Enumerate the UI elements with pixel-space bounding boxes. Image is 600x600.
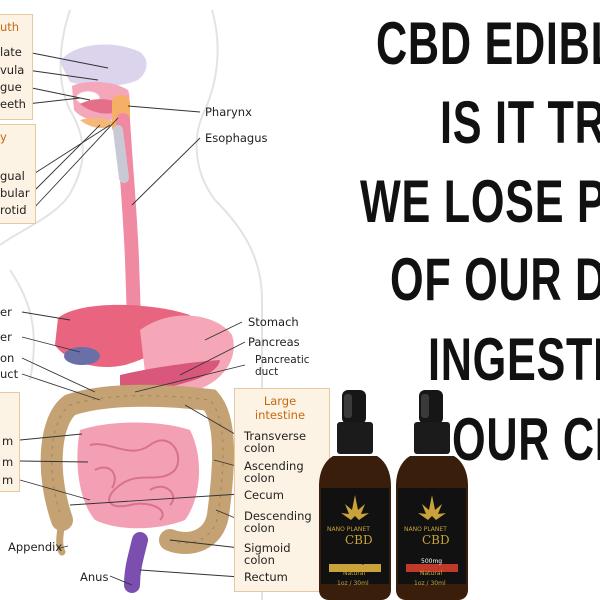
label-palate: late bbox=[0, 45, 22, 59]
bottle-1-size: 1oz / 30ml bbox=[337, 580, 369, 587]
bottle-1-product: CBD bbox=[345, 533, 373, 547]
label-appendix: Appendix bbox=[8, 540, 63, 554]
label-submandibular: bular bbox=[0, 186, 30, 200]
label-tongue: gue bbox=[0, 80, 22, 94]
label-uvula: vula bbox=[0, 63, 25, 77]
bottle-1-brand: NANO PLANET bbox=[327, 526, 370, 533]
label-rectum: Rectum bbox=[244, 570, 288, 584]
label-pancreatic-duct: Pancreatic duct bbox=[255, 354, 310, 378]
label-stomach: Stomach bbox=[248, 315, 299, 329]
headline-line-6: OUR CE bbox=[452, 406, 600, 473]
salivary-box-title: y bbox=[0, 130, 7, 144]
cannabis-leaf-icon bbox=[341, 495, 369, 520]
bottle-1-strength: 200mg bbox=[344, 558, 366, 565]
label-liver: er bbox=[0, 305, 12, 319]
product-bottle-2 bbox=[396, 390, 468, 600]
label-common-bile-duct-a: on bbox=[0, 351, 15, 365]
cannabis-leaf-icon bbox=[418, 495, 446, 520]
nasal-cavity bbox=[60, 44, 147, 87]
label-common-bile-duct-b: uct bbox=[0, 367, 19, 381]
mouth-box-title: uth bbox=[0, 20, 20, 34]
large-intestine-box bbox=[234, 388, 330, 592]
label-sigmoid-colon: Sigmoid colon bbox=[244, 541, 291, 567]
rectum bbox=[124, 532, 148, 593]
label-gallbladder: er bbox=[0, 330, 12, 344]
bottle-2-brand: NANO PLANET bbox=[404, 526, 447, 533]
bottle-2-product: CBD bbox=[422, 533, 450, 547]
mouth-box bbox=[0, 14, 33, 120]
headline-line-1: CBD EDIBL bbox=[376, 10, 600, 77]
label-descending-colon: Descending colon bbox=[244, 509, 312, 535]
label-duodenum: m bbox=[2, 434, 14, 448]
label-anus: Anus bbox=[80, 570, 109, 584]
label-pharynx: Pharynx bbox=[205, 105, 252, 119]
label-parotid: rotid bbox=[0, 203, 27, 217]
large-intestine-title: Large intestine bbox=[254, 394, 306, 422]
label-esophagus: Esophagus bbox=[205, 131, 268, 145]
product-bottle-1 bbox=[319, 390, 391, 600]
headline-line-3: WE LOSE PA bbox=[360, 168, 600, 235]
headline-line-2: IS IT TR bbox=[440, 89, 600, 156]
label-ileum: m bbox=[2, 473, 14, 487]
label-teeth: eeth bbox=[0, 97, 26, 111]
small-intestine bbox=[77, 422, 200, 529]
salivary-gland bbox=[80, 117, 116, 129]
label-ascending-colon: Ascending colon bbox=[244, 459, 304, 485]
headline-line-5: INGESTI bbox=[428, 326, 600, 393]
label-cecum: Cecum bbox=[244, 488, 284, 502]
headline-line-4: OF OUR DO bbox=[390, 246, 600, 313]
label-pancreas: Pancreas bbox=[248, 335, 300, 349]
gallbladder bbox=[64, 347, 100, 365]
bottle-1-flavor: Natural bbox=[343, 570, 366, 577]
label-jejunum: m bbox=[2, 455, 14, 469]
bottle-2-strength: 500mg bbox=[421, 558, 443, 565]
label-sublingual: gual bbox=[0, 169, 25, 183]
bottle-2-size: 1oz / 30ml bbox=[414, 580, 446, 587]
small-intestine-box bbox=[0, 392, 20, 492]
bottle-2-flavor: Natural bbox=[420, 570, 443, 577]
esophagus bbox=[116, 113, 141, 327]
label-transverse-colon: Transverse colon bbox=[244, 429, 307, 455]
appendix bbox=[56, 516, 66, 556]
salivary-box bbox=[0, 124, 36, 224]
body-silhouette bbox=[0, 9, 263, 600]
